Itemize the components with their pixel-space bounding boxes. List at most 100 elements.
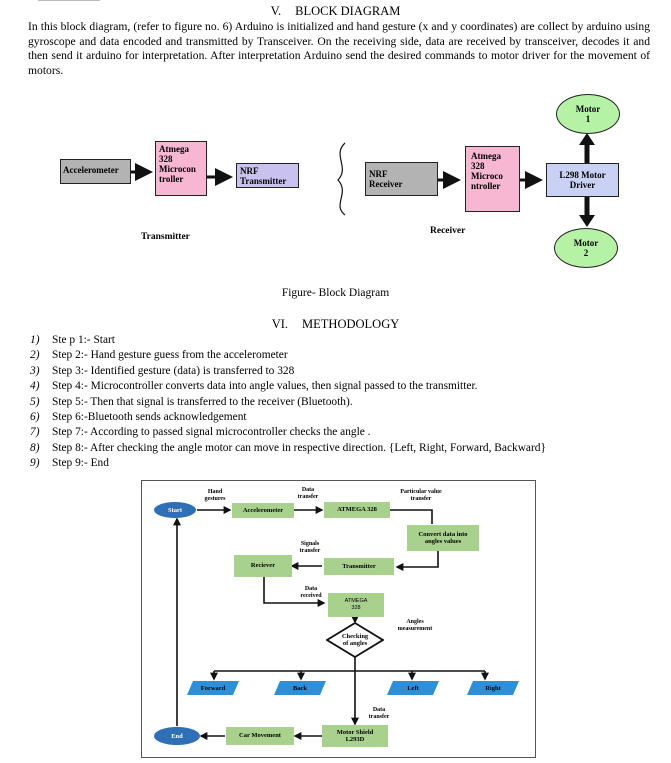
- step-number: 3): [30, 364, 40, 377]
- right-parallelogram: Right: [467, 681, 519, 695]
- list-item: 5) Step 5:- Then that signal is transferr…: [30, 395, 546, 410]
- atmega-rx-line4: ntroller: [471, 181, 501, 191]
- accelerometer-label: Accelerometer: [63, 165, 119, 175]
- section-number: V.: [270, 4, 282, 18]
- step-text: Step 3:- Identified gesture (data) is tr…: [52, 364, 295, 377]
- atmega-transmitter-block: Atmega 328 Microcon troller: [155, 141, 207, 196]
- forward-parallelogram: Forward: [187, 681, 239, 695]
- nrf-rx-line2: Receiver: [369, 179, 403, 189]
- step-number: 7): [30, 426, 40, 439]
- accelerometer-box: Accelerometer: [232, 503, 294, 518]
- step-number: 5): [30, 395, 40, 408]
- box-line: Motor Shield: [336, 728, 374, 736]
- step-number: 8): [30, 441, 40, 454]
- list-item: 4)Step 4:- Microcontroller converts data…: [30, 379, 546, 394]
- nrf-tx-line2: Transmitter: [240, 176, 287, 186]
- section-title: BLOCK DIAGRAM: [295, 4, 401, 18]
- step-text: Step 5:- Then that signal is transferred…: [52, 395, 353, 408]
- list-item: 9) Step 9:- End: [30, 456, 546, 471]
- l298-line2: Driver: [569, 180, 596, 190]
- flowchart-connectors: [173, 506, 489, 740]
- note-line: transfer: [410, 495, 432, 502]
- right-label: Right: [485, 685, 501, 692]
- section-title: METHODOLOGY: [302, 317, 400, 331]
- atmega-tx-line4: troller: [159, 174, 184, 184]
- section-heading-block-diagram: V. BLOCK DIAGRAM: [0, 4, 671, 19]
- step-number: 1): [30, 334, 40, 346]
- left-parallelogram: Left: [387, 681, 439, 695]
- start-terminal: Start: [154, 502, 196, 518]
- list-item: 8) Step 8:- After checking the angle moto…: [30, 441, 546, 456]
- receiver-box: Reciever: [234, 555, 292, 577]
- header-rule: [38, 0, 100, 2]
- atmega-tx-line3: Microcon: [159, 164, 196, 174]
- step-text: Step 8:- After checking the angle motor …: [52, 441, 546, 454]
- atmega-rx-line1: Atmega: [471, 151, 501, 161]
- nrf-tx-line1: NRF: [240, 166, 259, 176]
- parallelogram-shape: [387, 681, 439, 695]
- note-line: measurement: [397, 625, 433, 632]
- block-diagram-arrows: [131, 133, 595, 227]
- list-item: 3) Step 3:- Identified gesture (data) is …: [30, 364, 546, 379]
- accelerometer-block: Accelerometer: [60, 159, 131, 184]
- note-line: Angles: [406, 619, 424, 625]
- note-line: Signals: [300, 541, 320, 547]
- box-line: Convert data into: [418, 530, 468, 538]
- end-terminal: End: [154, 727, 200, 745]
- left-label: Left: [407, 685, 419, 692]
- note-line: transfer: [368, 713, 390, 720]
- note-line: transfer: [297, 493, 319, 500]
- step-text: Step 2:- Hand gesture guess from the acc…: [52, 349, 288, 362]
- nrf-receiver-block: NRF Receiver: [365, 162, 438, 196]
- l298-driver-block: L298 Motor Driver: [546, 163, 619, 197]
- section-number: VI.: [271, 317, 289, 331]
- list-item: 2)Step 2:- Hand gesture guess from the a…: [30, 348, 546, 363]
- block-diagram-paragraph: In this block diagram, (refer to figure …: [28, 20, 650, 77]
- step-text: Step 7:- According to passed signal micr…: [52, 426, 371, 439]
- transmitter-box: Transmitter: [324, 558, 394, 575]
- note-line: gestures: [204, 495, 226, 502]
- atmega-receiver-block: Atmega 328 Microco ntroller: [465, 146, 520, 212]
- motor1-line2: 1: [585, 114, 591, 124]
- diamond-line: Checking: [341, 633, 369, 640]
- list-item: 6)Step 6:-Bluetooth sends acknowledgemen…: [30, 410, 546, 425]
- motor2-line2: 2: [583, 248, 589, 258]
- car-movement-box: Car Movement: [226, 727, 294, 745]
- step-number: 6): [30, 411, 40, 424]
- diamond-line: of angles: [342, 640, 368, 647]
- note-line: Data: [304, 586, 318, 592]
- motor2-line1: Motor: [573, 238, 599, 248]
- decision-diamond: [326, 622, 384, 658]
- back-label: Back: [292, 685, 308, 692]
- step-text: Ste p 1:- Start: [52, 334, 115, 346]
- note-line: Data: [372, 707, 386, 713]
- transmitter-label: Transmitter: [141, 232, 190, 242]
- parallelogram-shape: [187, 681, 239, 695]
- figure-caption: Figure- Block Diagram: [281, 287, 390, 299]
- box-line: angles values: [424, 538, 462, 545]
- note-line: received: [300, 592, 322, 599]
- list-item: 7) Step 7:- According to passed signal mi…: [30, 425, 546, 440]
- box-line: 328: [351, 605, 361, 611]
- parallelogram-shape: [274, 681, 326, 695]
- atmega-rx-line2: 328: [471, 161, 485, 171]
- step-text: Step 9:- End: [52, 457, 109, 470]
- section-heading-methodology: VI. METHODOLOGY: [0, 317, 671, 332]
- methodology-steps: 1) Ste p 1:- Start 2)Step 2:- Hand gestur…: [30, 333, 546, 472]
- step-number: 9): [30, 457, 40, 470]
- atmega-tx-line1: Atmega: [159, 144, 189, 154]
- list-item: 1) Ste p 1:- Start: [30, 333, 546, 348]
- note-line: Particular value: [400, 489, 442, 495]
